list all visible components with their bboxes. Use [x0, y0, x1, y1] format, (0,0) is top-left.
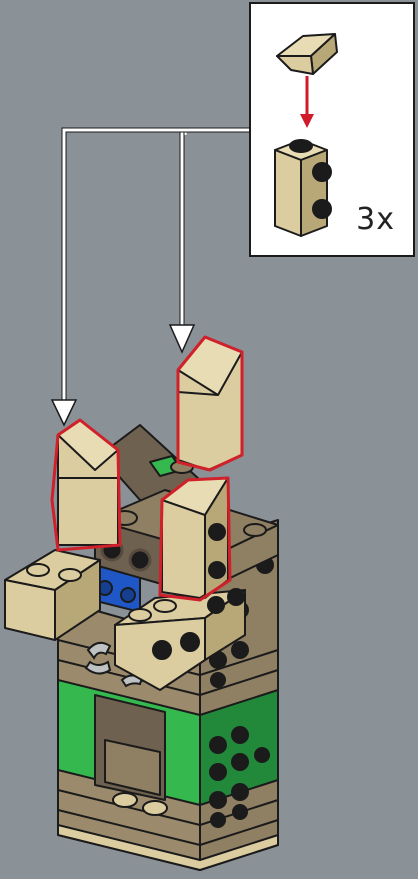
- quantity-label: 3x: [356, 202, 395, 237]
- parts-callout: 3x: [249, 2, 415, 257]
- new-tan-brick-top: [178, 337, 242, 470]
- new-tan-brick-left: [52, 420, 120, 550]
- red-down-arrow: [300, 76, 314, 128]
- pointer-arrowheads: [52, 325, 194, 425]
- slope-brick-part: [277, 34, 337, 74]
- side-stud-brick-part: [275, 140, 331, 236]
- arrowhead-top: [170, 325, 194, 352]
- new-tan-brick-front: [160, 478, 230, 600]
- arrowhead-left: [52, 400, 76, 425]
